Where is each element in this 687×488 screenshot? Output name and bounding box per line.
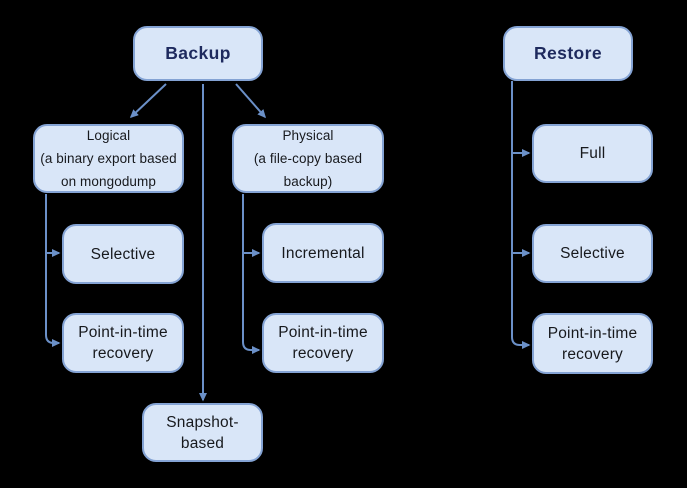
arrow-restore-to-pitr (511, 81, 531, 349)
arrow-backup-to-logical (129, 83, 167, 119)
node-pitr-physical: Point-in-time recovery (262, 313, 384, 373)
node-selective-logical: Selective (62, 224, 184, 284)
node-snapshot-based: Snapshot- based (142, 403, 263, 462)
arrow-logical-to-pitr (45, 194, 61, 347)
node-selective-restore: Selective (532, 224, 653, 283)
node-full: Full (532, 124, 653, 183)
node-backup: Backup (133, 26, 263, 81)
node-pitr-logical: Point-in-time recovery (62, 313, 184, 373)
arrow-physical-to-pitr (242, 194, 261, 354)
node-physical: Physical (a file-copy based backup) (232, 124, 384, 193)
arrow-backup-to-physical (235, 83, 266, 119)
node-restore: Restore (503, 26, 633, 81)
node-pitr-restore: Point-in-time recovery (532, 313, 653, 374)
node-incremental: Incremental (262, 223, 384, 283)
node-logical: Logical (a binary export based on mongod… (33, 124, 184, 193)
